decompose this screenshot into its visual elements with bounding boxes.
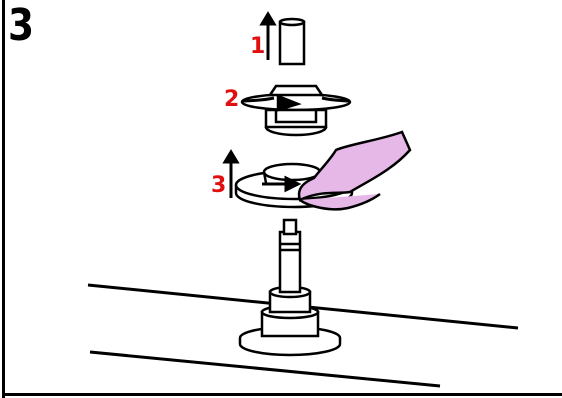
hub-nut xyxy=(242,86,350,135)
callout-3: 3 xyxy=(211,175,226,197)
callout-2: 2 xyxy=(224,89,239,111)
mount-flange xyxy=(240,287,340,355)
spindle xyxy=(280,220,300,292)
top-cap xyxy=(280,19,304,64)
callout-1: 1 xyxy=(250,36,265,58)
